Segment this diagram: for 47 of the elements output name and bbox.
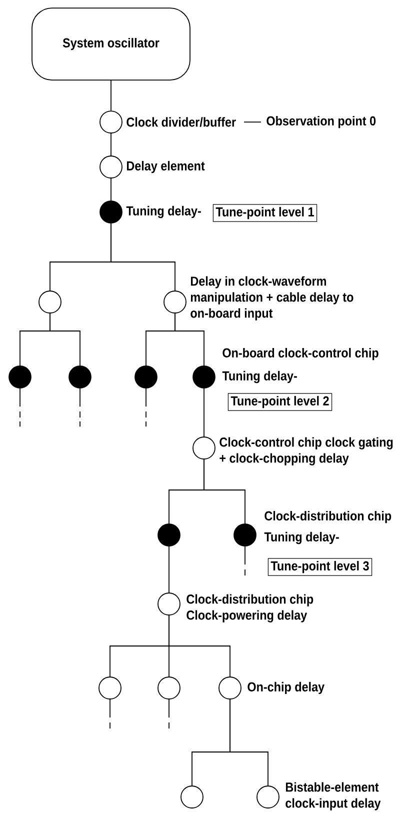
- tune-point-box: Tune-point level 1: [212, 204, 318, 222]
- node-label: Clock-distribution chip: [264, 510, 392, 524]
- tune-point-box: Tune-point level 3: [268, 558, 372, 576]
- open-circle: [180, 786, 204, 808]
- open-circle: [164, 290, 186, 314]
- filled-circle: [134, 366, 158, 388]
- open-circle: [100, 110, 122, 134]
- node-label: Observation point 0: [266, 116, 376, 128]
- open-circle: [256, 786, 280, 808]
- tune-point-box: Tune-point level 2: [228, 393, 332, 411]
- open-circle: [38, 290, 62, 314]
- node-label: On-board clock-control chip: [222, 348, 378, 360]
- connector-line: [110, 178, 112, 202]
- open-circle: [192, 436, 216, 460]
- connector-line: [168, 615, 230, 677]
- node-label: Delay element: [126, 160, 205, 174]
- open-circle: [158, 676, 180, 700]
- connector-line: [50, 313, 80, 366]
- connector-line: [110, 133, 112, 156]
- filled-circle: [8, 366, 32, 388]
- open-circle: [100, 156, 122, 178]
- node-label: On-chip delay: [248, 682, 324, 694]
- connector-line: [168, 546, 170, 593]
- oscillator-box: System oscillator: [32, 8, 190, 80]
- filled-circle: [68, 366, 92, 388]
- connector-line: [110, 223, 176, 291]
- connector-line: [110, 80, 112, 111]
- node-label: Clock-distribution chip Clock-powering delay: [186, 594, 314, 622]
- node-label: Clock divider/buffer: [126, 117, 236, 127]
- filled-circle: [158, 524, 180, 546]
- continuation-line: [168, 699, 170, 730]
- open-circle: [218, 676, 242, 700]
- open-circle: [98, 676, 122, 700]
- filled-circle: [100, 200, 122, 224]
- filled-circle: [234, 524, 256, 546]
- filled-circle: [192, 366, 216, 388]
- node-label: Tuning delay-: [264, 532, 339, 544]
- node-label: Clock-control chip clock gating + clock-chopping delay: [220, 437, 393, 466]
- node-label: Bistable-element clock-input delay: [286, 782, 381, 810]
- node-label: Tuning delay-: [222, 370, 297, 384]
- connector-line: [230, 699, 268, 786]
- node-label: Delay in clock-waveform manipulation + cable delay to on-board input: [190, 276, 354, 320]
- node-label: Tuning delay-: [126, 206, 201, 218]
- connector-line: [174, 313, 204, 366]
- connector-line: [204, 459, 246, 524]
- continuation-line: [244, 546, 246, 577]
- open-circle: [158, 592, 180, 616]
